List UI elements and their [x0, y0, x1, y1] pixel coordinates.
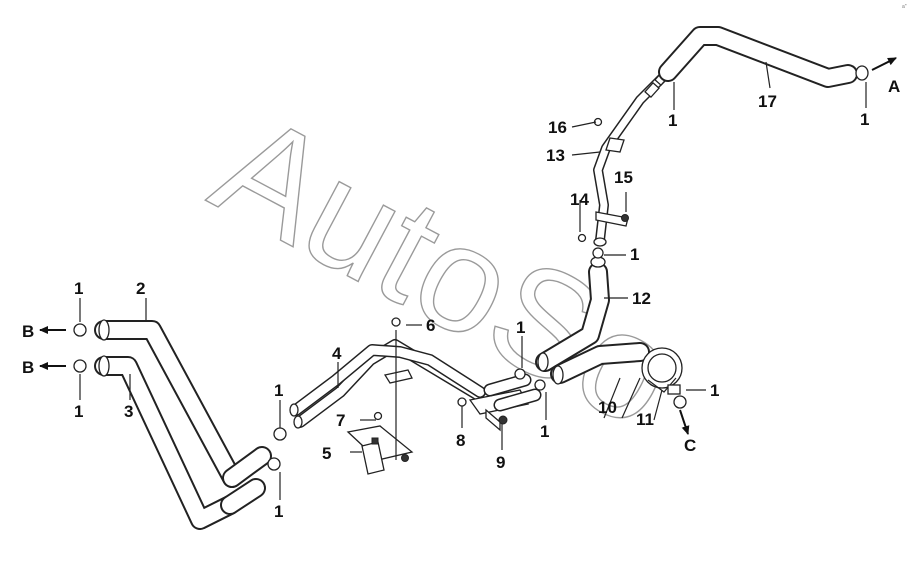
callout-10: 10: [598, 398, 617, 417]
corner-mark: a": [902, 4, 907, 10]
direction-label-c: C: [684, 436, 696, 455]
callout-1-h: 1: [710, 381, 719, 400]
hose-2: [94, 319, 242, 488]
direction-label-b-top: B: [22, 322, 34, 341]
leader-lines: [79, 61, 867, 500]
hose-connector: [483, 373, 542, 412]
pipe-13: [593, 67, 673, 247]
hose-12: [535, 262, 610, 372]
callout-6: 6: [426, 316, 435, 335]
callout-1-j: 1: [860, 110, 869, 129]
callout-14: 14: [570, 190, 589, 209]
valve-11: [641, 347, 683, 395]
callout-4: 4: [332, 344, 342, 363]
callout-16: 16: [548, 118, 567, 137]
hose-10: [550, 342, 650, 385]
hose-17: [658, 26, 869, 88]
callout-11: 11: [636, 410, 654, 429]
callout-1-a: 1: [74, 279, 83, 298]
hose-2-end: [220, 446, 272, 515]
nut-5: [401, 454, 409, 462]
callout-8: 8: [456, 431, 465, 450]
bolt-14: [577, 233, 587, 243]
direction-label-b-bottom: B: [22, 358, 34, 377]
nut-15: [621, 214, 629, 222]
callout-9: 9: [496, 453, 505, 472]
callout-12: 12: [632, 289, 651, 308]
arrow-c: [679, 409, 690, 435]
hose-3: [94, 355, 240, 530]
callout-7: 7: [336, 411, 345, 430]
callout-1-f: 1: [540, 422, 549, 441]
callout-17: 17: [758, 92, 777, 111]
bolt-7: [373, 411, 383, 421]
callout-1-e: 1: [516, 318, 525, 337]
callout-15: 15: [614, 168, 633, 187]
callout-5: 5: [322, 444, 331, 463]
callout-1-g: 1: [630, 245, 639, 264]
arrow-a: [871, 57, 897, 71]
bolt-6: [391, 317, 401, 327]
callout-3: 3: [124, 402, 133, 421]
svg-text:AutoSo: AutoSo: [190, 80, 703, 459]
callout-1-b: 1: [74, 402, 83, 421]
callout-13: 13: [546, 146, 565, 165]
callout-1-d: 1: [274, 502, 283, 521]
callout-1-i: 1: [668, 111, 677, 130]
pipe-4: [289, 339, 496, 429]
callout-1-c: 1: [274, 381, 283, 400]
direction-label-a: A: [888, 77, 900, 96]
clamps: [73, 247, 687, 471]
callout-2: 2: [136, 279, 145, 298]
watermark: AutoSo: [189, 79, 704, 460]
